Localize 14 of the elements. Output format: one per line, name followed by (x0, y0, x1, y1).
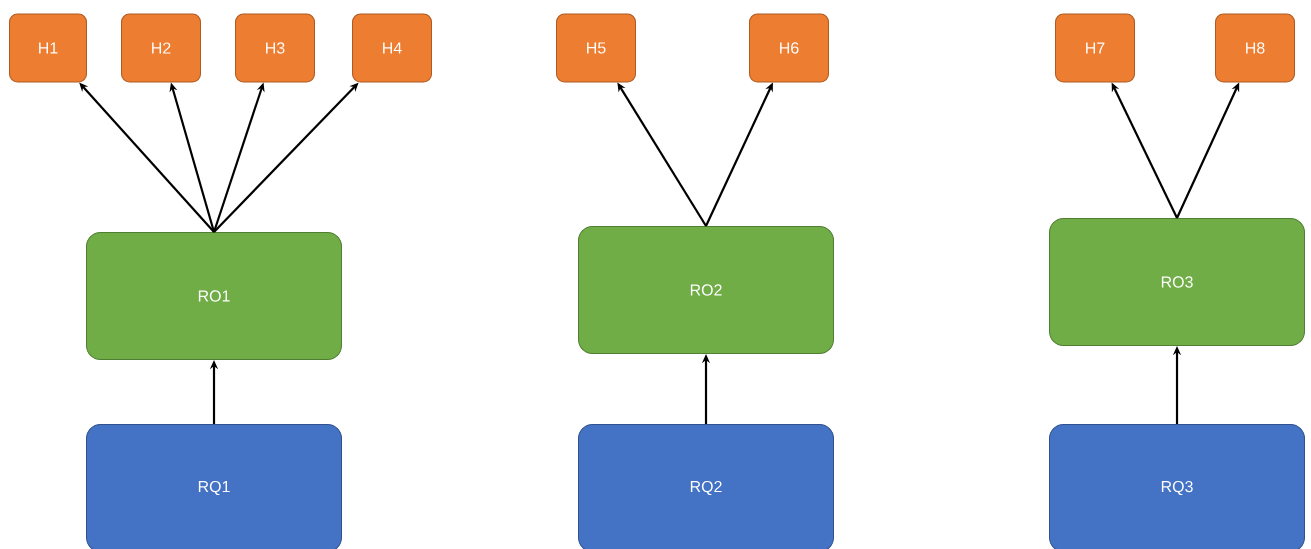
objective-box: RO3 (1049, 218, 1305, 346)
question-box: RQ1 (86, 424, 342, 549)
hypothesis-box: H2 (121, 13, 201, 83)
hypothesis-box: H8 (1215, 13, 1295, 83)
hypothesis-box: H7 (1055, 13, 1135, 83)
question-box: RQ2 (578, 424, 834, 549)
objective-box: RO2 (578, 226, 834, 354)
hypothesis-box: H1 (9, 13, 87, 83)
hypothesis-box: H6 (749, 13, 829, 83)
hypothesis-box: H4 (352, 13, 432, 83)
hypothesis-box: H3 (235, 13, 315, 83)
question-box: RQ3 (1049, 424, 1305, 549)
hypothesis-box: H5 (556, 13, 636, 83)
objective-box: RO1 (86, 232, 342, 360)
